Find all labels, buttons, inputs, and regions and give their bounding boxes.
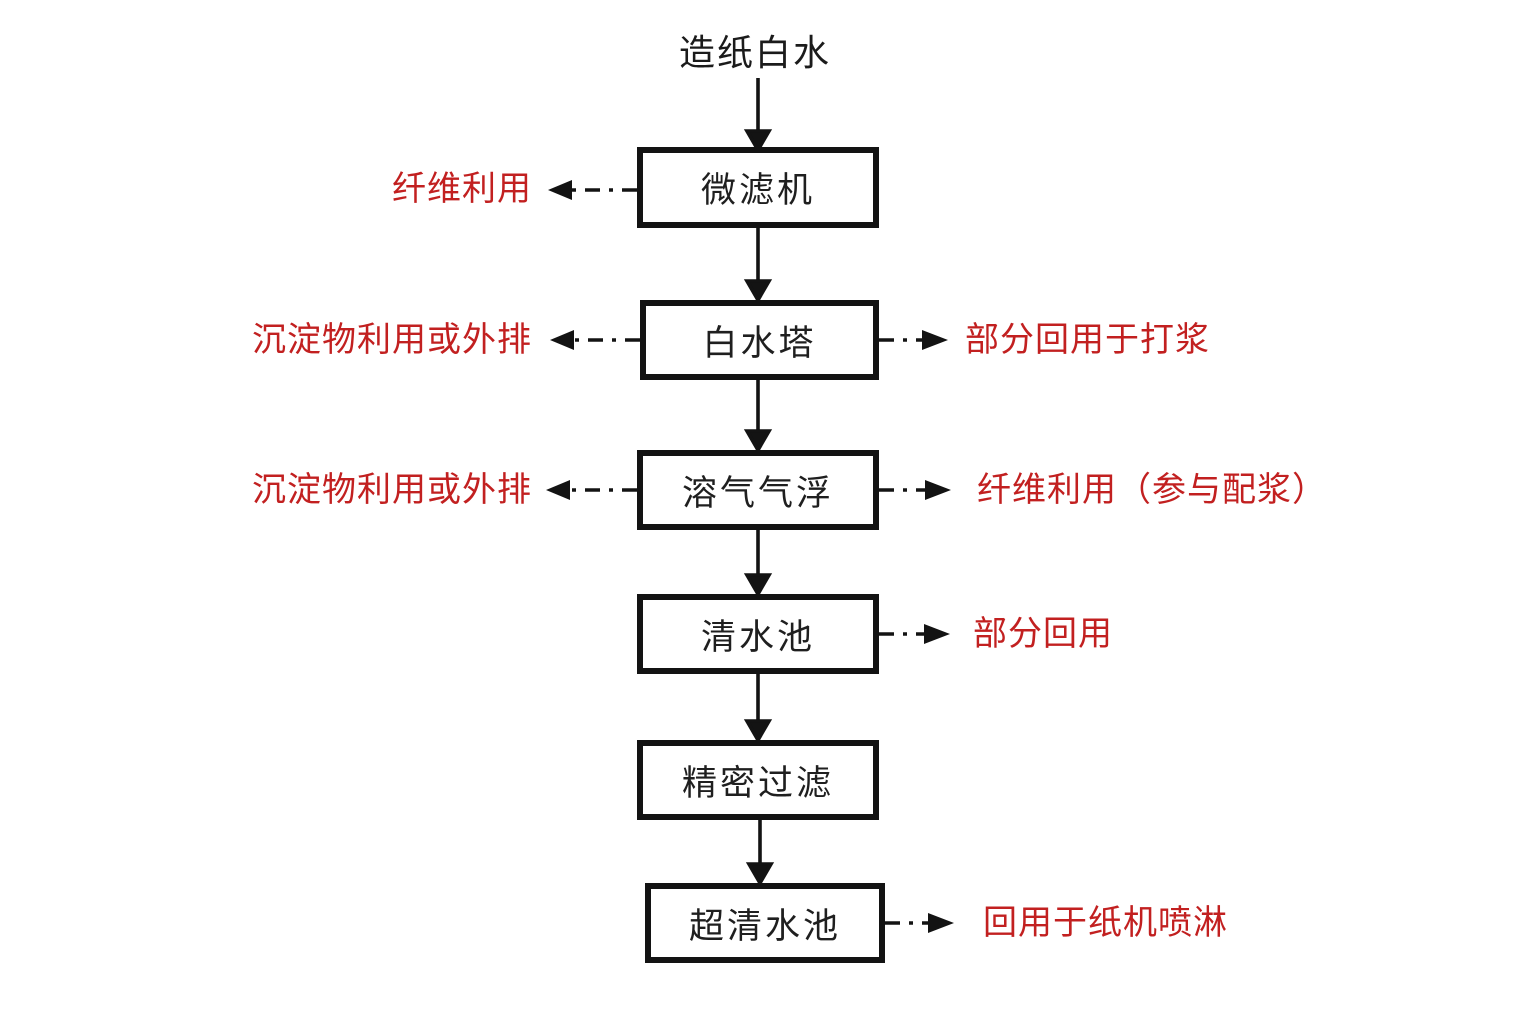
flow-arrowhead-node3-to-node4 xyxy=(743,573,773,598)
dashed-arrowhead-right-node3 xyxy=(925,480,951,500)
process-box-ultra-clear-water-pool: 超清水池 xyxy=(645,883,885,963)
flow-arrowhead-title-to-node1 xyxy=(743,129,773,154)
side-label-sediment-use-or-discharge-2: 沉淀物利用或外排 xyxy=(252,472,532,509)
flow-arrowhead-node4-to-node5 xyxy=(743,719,773,744)
process-box-whitewater-tower: 白水塔 xyxy=(640,300,879,380)
process-box-label: 精密过滤 xyxy=(681,763,834,803)
process-box-label: 微滤机 xyxy=(700,171,815,210)
process-box-label: 超清水池 xyxy=(688,906,841,946)
side-label-fiber-use: 纤维利用 xyxy=(392,171,532,208)
dashed-arrowhead-right-node2 xyxy=(922,330,948,350)
process-box-label: 清水池 xyxy=(700,617,815,657)
flow-arrowhead-node1-to-node2 xyxy=(743,279,773,304)
diagram-title: 造纸白水 xyxy=(678,33,831,73)
flow-arrowhead-node2-to-node3 xyxy=(743,429,773,454)
process-box-label: 溶气气浮 xyxy=(681,473,834,513)
dashed-arrowhead-left-node1 xyxy=(548,180,572,200)
dashed-arrowhead-left-node3 xyxy=(546,480,570,500)
side-label-sediment-use-or-discharge-1: 沉淀物利用或外排 xyxy=(252,322,532,359)
dashed-arrowhead-right-node6 xyxy=(928,913,954,933)
process-box-dissolved-air-flotation: 溶气气浮 xyxy=(637,450,879,530)
side-label-partial-reuse-pulping: 部分回用于打浆 xyxy=(965,322,1210,359)
process-box-label: 白水塔 xyxy=(702,323,817,363)
dashed-arrowhead-left-node2 xyxy=(550,330,574,350)
process-box-precision-filtration: 精密过滤 xyxy=(637,740,879,820)
process-box-clear-water-pool: 清水池 xyxy=(637,594,879,674)
flow-arrowhead-node5-to-node6 xyxy=(745,862,775,887)
dashed-arrowhead-right-node4 xyxy=(924,624,950,644)
side-label-fiber-use-stock-prep: 纤维利用（参与配浆） xyxy=(977,472,1327,509)
side-label-partial-reuse: 部分回用 xyxy=(973,616,1113,653)
side-label-reuse-paper-machine-spray: 回用于纸机喷淋 xyxy=(983,905,1228,942)
process-box-microfilter: 微滤机 xyxy=(637,147,879,228)
